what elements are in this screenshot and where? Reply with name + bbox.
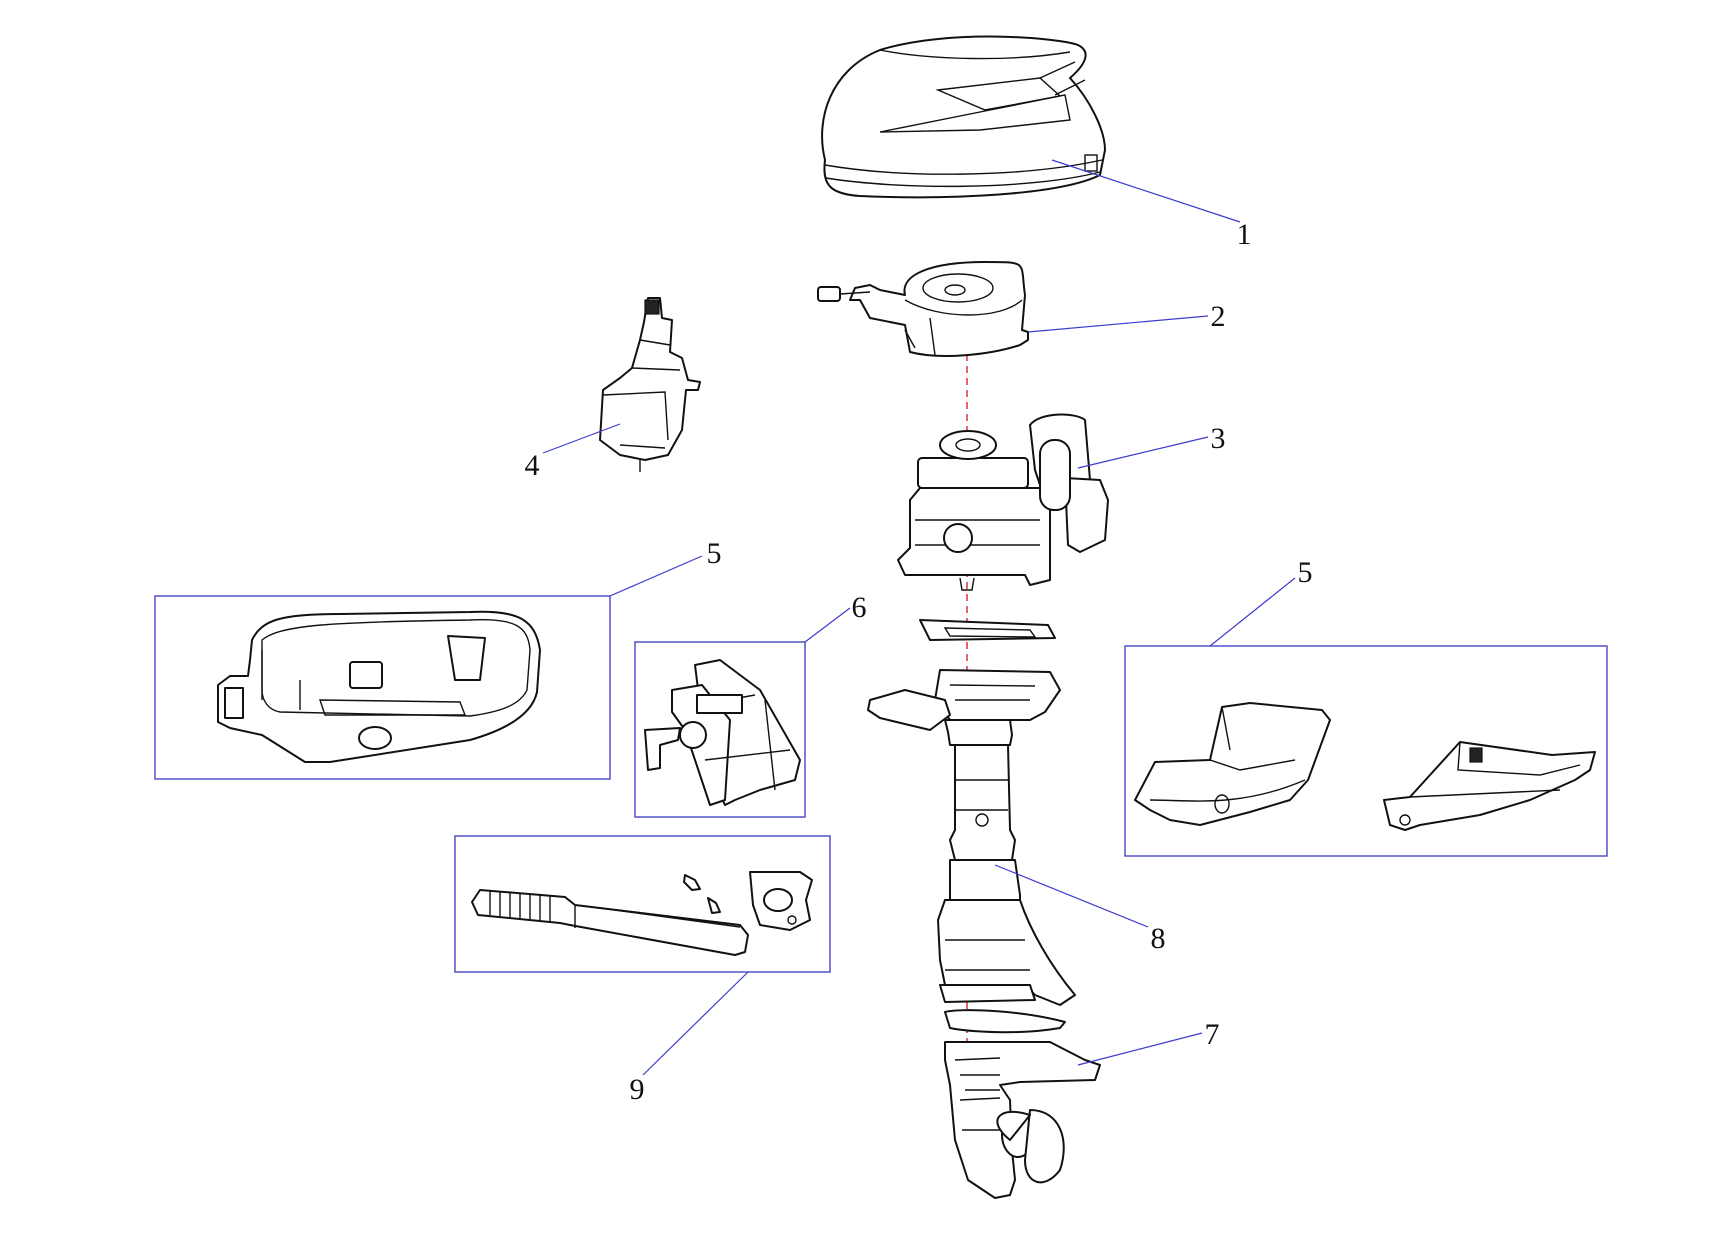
part-gasket-upper [919,619,1056,641]
callout-8: 8 [1151,922,1166,955]
part-midsection [867,669,1076,1006]
detail-frame-5-right [1124,645,1608,857]
callout-6: 6 [852,591,867,624]
detail-frame-5-left [154,595,611,780]
callout-5-left: 5 [707,537,722,570]
detail-frame-6 [634,641,806,818]
callout-2: 2 [1211,300,1226,333]
part-carburetor [599,297,701,472]
part-bottom-cowling-left [217,610,541,763]
leader-4 [542,423,621,454]
leader-9 [642,971,749,1076]
part-powerhead [897,413,1109,591]
leader-1 [1051,159,1241,223]
part-recoil-starter [817,261,1029,357]
leader-5-right [1209,577,1296,647]
part-cowling-pieces-right [1134,702,1596,831]
leader-8 [994,864,1149,928]
part-tiller-handle [471,871,813,956]
callout-7: 7 [1205,1018,1220,1051]
detail-frame-9 [454,835,831,973]
callout-3: 3 [1211,422,1226,455]
callout-1: 1 [1237,218,1252,251]
part-gasket-lower [944,1009,1066,1034]
part-clamp-bracket [644,659,801,806]
leader-7 [1077,1032,1203,1066]
callout-9: 9 [630,1073,645,1106]
leader-6 [804,607,851,643]
leader-5-left [609,555,703,597]
callout-4: 4 [525,449,540,482]
part-top-cowling [821,35,1106,199]
callout-5-right: 5 [1298,556,1313,589]
leader-3 [1077,436,1209,469]
leader-2 [1027,315,1209,333]
part-lower-unit [944,1041,1101,1199]
